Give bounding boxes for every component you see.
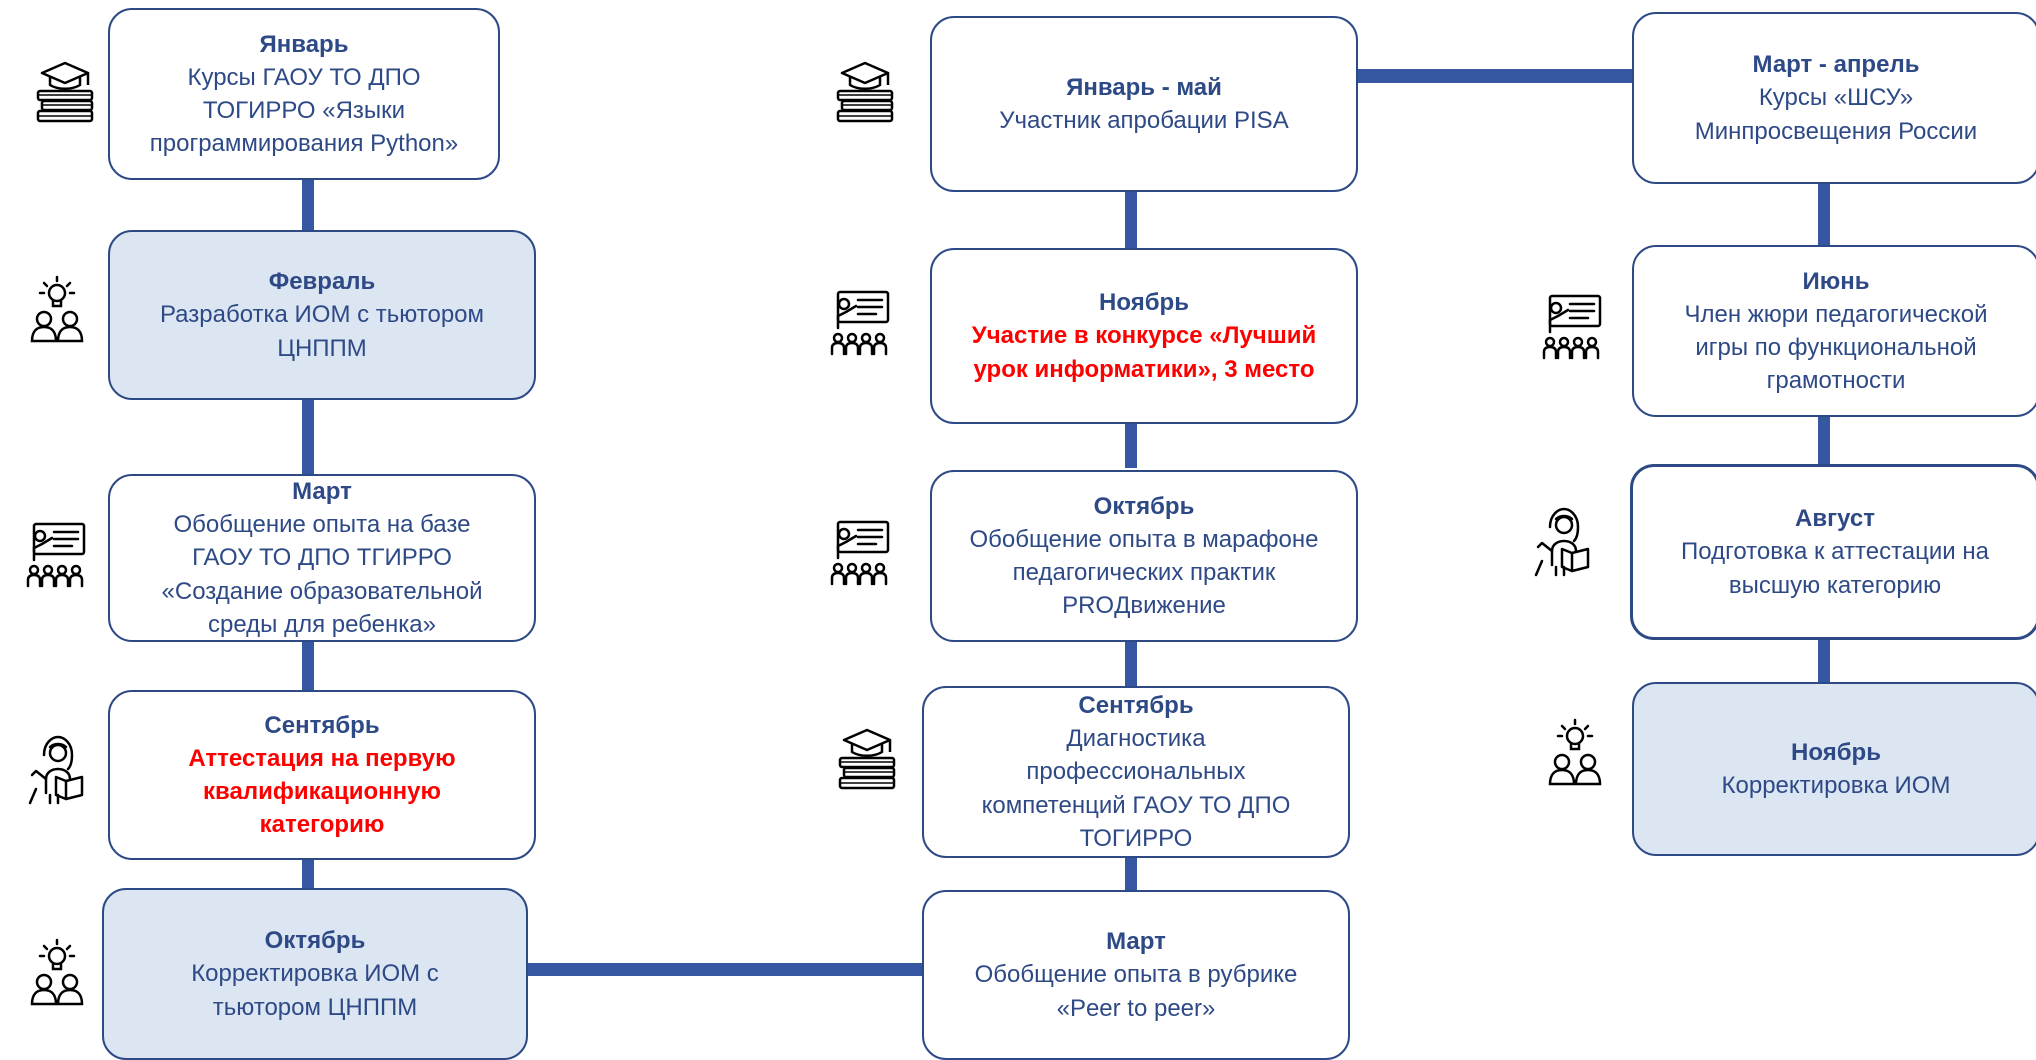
connector xyxy=(525,963,923,976)
timeline-box: Январь Курсы ГАОУ ТО ДПО ТОГИРРО «Языки … xyxy=(108,8,500,180)
idea-people-icon xyxy=(22,275,92,349)
box-title: Март xyxy=(1106,928,1166,956)
timeline-box: Сентябрь Диагностика профессиональных ко… xyxy=(922,686,1350,858)
box-title: Ноябрь xyxy=(1791,738,1881,766)
box-title: Февраль xyxy=(268,268,376,296)
idea-people-icon xyxy=(22,938,92,1012)
timeline-box: Ноябрь Участие в конкурсе «Лучший урок и… xyxy=(930,248,1358,424)
idea-people-icon xyxy=(1540,718,1610,792)
teacher-reading-icon xyxy=(1528,505,1598,579)
connector xyxy=(302,858,314,891)
box-text: Корректировка ИОМ xyxy=(1721,772,1951,799)
timeline-box: Август Подготовка к аттестации на высшую… xyxy=(1630,464,2036,640)
box-text: Обобщение опыта в рубрике «Peer to peer» xyxy=(974,961,1298,1022)
box-text-highlight: Аттестация на первую квалификационную ка… xyxy=(188,744,456,839)
books-graduation-cap-icon xyxy=(830,55,900,129)
box-text: Корректировка ИОМ с тьютором ЦНППМ xyxy=(191,960,439,1021)
box-title: Октябрь xyxy=(264,927,366,955)
connector xyxy=(1818,183,1830,247)
timeline-box: Март - апрель Курсы «ШСУ» Минпросвещения… xyxy=(1632,12,2036,184)
timeline-box: Октябрь Корректировка ИОМ с тьютором ЦНП… xyxy=(102,888,528,1060)
box-title: Сентябрь xyxy=(1078,692,1194,720)
connector xyxy=(1125,190,1137,250)
box-text: Курсы «ШСУ» Минпросвещения России xyxy=(1694,84,1978,145)
box-title: Июнь xyxy=(1802,267,1870,295)
books-graduation-cap-icon xyxy=(832,722,902,796)
box-text: Член жюри педагогической игры по функцио… xyxy=(1684,300,1988,395)
teacher-presentation-icon xyxy=(1538,292,1608,366)
teacher-presentation-icon xyxy=(826,518,896,592)
box-title: Ноябрь xyxy=(1099,289,1189,317)
timeline-box: Март Обобщение опыта на базе ГАОУ ТО ДПО… xyxy=(108,474,536,642)
box-text: Обобщение опыта в марафоне педагогически… xyxy=(969,525,1319,620)
connector xyxy=(1125,422,1137,468)
teacher-presentation-icon xyxy=(22,520,92,594)
box-text-highlight: Участие в конкурсе «Лучший урок информат… xyxy=(971,322,1317,383)
timeline-box: Октябрь Обобщение опыта в марафоне педаг… xyxy=(930,470,1358,642)
box-text: Курсы ГАОУ ТО ДПО ТОГИРРО «Языки програм… xyxy=(149,63,459,158)
box-title: Октябрь xyxy=(1093,492,1195,520)
box-text: Участник апробации PISA xyxy=(999,107,1289,134)
box-title: Январь - май xyxy=(1066,73,1222,101)
connector xyxy=(1818,416,1830,466)
connector xyxy=(302,642,314,690)
box-text: Диагностика профессиональных компетенций… xyxy=(981,725,1291,852)
box-title: Март xyxy=(292,478,352,506)
connector xyxy=(302,400,314,476)
box-title: Сентябрь xyxy=(264,711,380,739)
timeline-box: Февраль Разработка ИОМ с тьютором ЦНППМ xyxy=(108,230,536,400)
box-text: Обобщение опыта на базе ГАОУ ТО ДПО ТГИР… xyxy=(161,511,483,638)
box-title: Август xyxy=(1795,505,1875,533)
timeline-box: Март Обобщение опыта в рубрике «Peer to … xyxy=(922,890,1350,1060)
box-title: Январь xyxy=(259,30,349,58)
teacher-reading-icon xyxy=(22,733,92,807)
box-text: Разработка ИОМ с тьютором ЦНППМ xyxy=(159,301,485,362)
connector xyxy=(1818,638,1830,682)
box-title: Март - апрель xyxy=(1752,51,1920,79)
box-text: Подготовка к аттестации на высшую катего… xyxy=(1681,538,1989,599)
timeline-box: Сентябрь Аттестация на первую квалификац… xyxy=(108,690,536,860)
timeline-box: Ноябрь Корректировка ИОМ xyxy=(1632,682,2036,856)
teacher-presentation-icon xyxy=(826,288,896,362)
books-graduation-cap-icon xyxy=(30,55,100,129)
timeline-box: Январь - май Участник апробации PISA xyxy=(930,16,1358,192)
timeline-box: Июнь Член жюри педагогической игры по фу… xyxy=(1632,245,2036,417)
connector xyxy=(302,180,314,232)
connector xyxy=(1356,69,1634,83)
